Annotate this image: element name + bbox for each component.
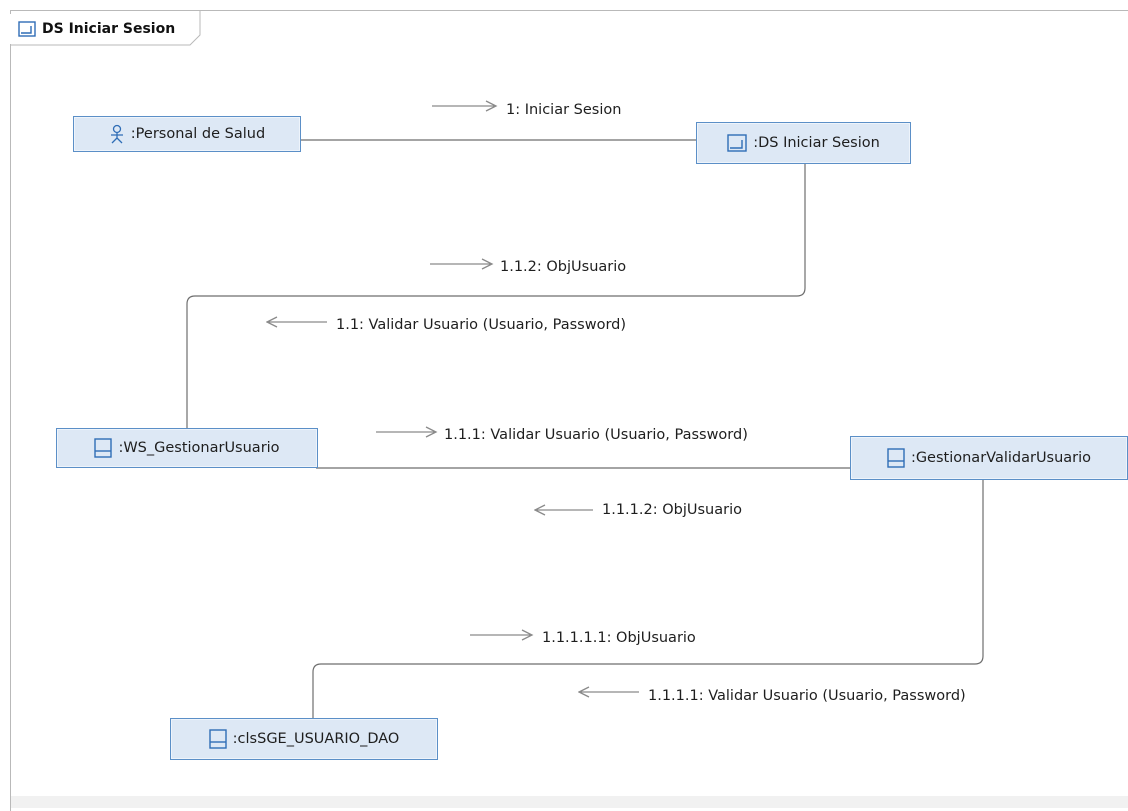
message-arrow-right (376, 426, 438, 438)
frame-tab-outline (10, 10, 201, 46)
message-label[interactable]: 1.1.1.2: ObjUsuario (602, 502, 742, 518)
class-icon (94, 438, 113, 458)
dialog-screen-icon (18, 21, 36, 37)
message-arrow-right (470, 629, 534, 641)
message-label[interactable]: 1.1.2: ObjUsuario (500, 259, 627, 275)
lifeline-label: :clsSGE_USUARIO_DAO (232, 731, 400, 747)
lifeline-label: :WS_GestionarUsuario (118, 440, 280, 456)
message-arrow-left (578, 686, 639, 698)
message-arrow-left (266, 316, 327, 328)
message-label[interactable]: 1.1.1.1.1: ObjUsuario (542, 630, 696, 646)
bottom-strip (11, 796, 1128, 808)
lifeline-label: :GestionarValidarUsuario (910, 450, 1092, 466)
lifeline-ds-iniciar-sesion[interactable]: :DS Iniciar Sesion (696, 122, 911, 164)
frame-title: DS Iniciar Sesion (42, 21, 176, 37)
lifeline-ws-gestionar-usuario[interactable]: :WS_GestionarUsuario (56, 428, 318, 468)
message-label[interactable]: 1.1.1: Validar Usuario (Usuario, Passwor… (444, 427, 748, 443)
lifeline-label: :Personal de Salud (130, 126, 266, 142)
frame-tab[interactable]: DS Iniciar Sesion (10, 14, 190, 44)
message-label[interactable]: 1.1.1.1: Validar Usuario (Usuario, Passw… (648, 688, 966, 704)
message-arrow-right (432, 100, 498, 112)
lifeline-gestionar-validar-usuario[interactable]: :GestionarValidarUsuario (850, 436, 1128, 480)
lifeline-label: :DS Iniciar Sesion (753, 135, 880, 151)
link-ds-ws (186, 164, 806, 428)
lifeline-personal-de-salud[interactable]: :Personal de Salud (73, 116, 301, 152)
message-arrow-left (534, 504, 593, 516)
link-gv-dao (312, 480, 984, 718)
lifeline-cls-sge-usuario-dao[interactable]: :clsSGE_USUARIO_DAO (170, 718, 438, 760)
message-arrow-right (430, 258, 494, 270)
diagram-frame (10, 10, 1128, 811)
class-icon (887, 448, 905, 468)
message-label[interactable]: 1: Iniciar Sesion (506, 102, 622, 118)
message-label[interactable]: 1.1: Validar Usuario (Usuario, Password) (336, 317, 627, 333)
dialog-screen-icon (727, 134, 747, 152)
class-icon (208, 729, 227, 749)
actor-icon (109, 124, 125, 144)
